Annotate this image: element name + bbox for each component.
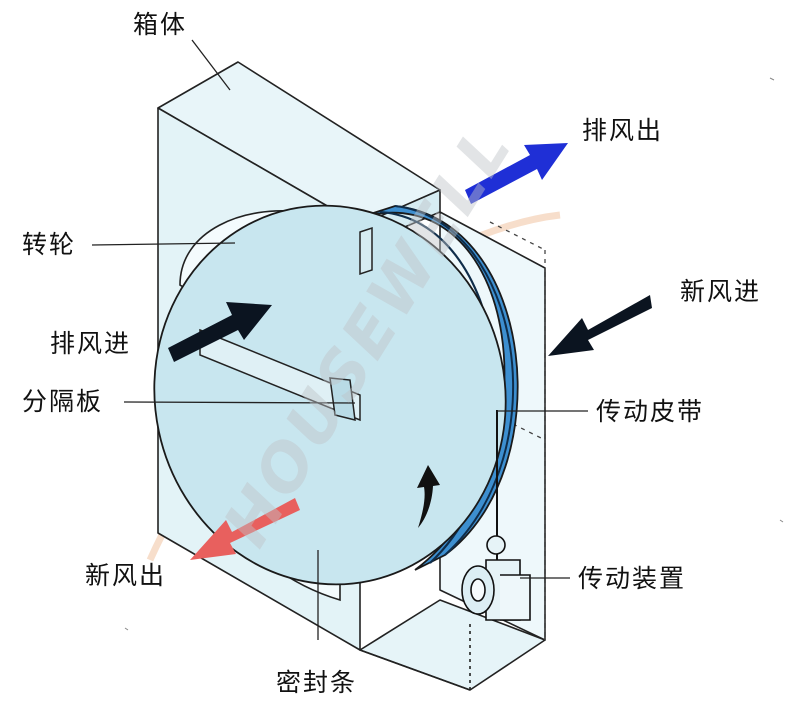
exhaust-out-arrow <box>465 143 568 204</box>
leader-housing <box>191 39 231 91</box>
leader-lines <box>91 39 588 640</box>
label-exhaust-in: 排风进 <box>50 329 132 358</box>
label-partition: 分隔板 <box>22 387 104 416</box>
label-housing: 箱体 <box>133 10 188 39</box>
label-drive: 传动装置 <box>578 564 687 593</box>
drive-pulley <box>486 535 506 555</box>
label-belt: 传动皮带 <box>596 397 705 426</box>
drive-device <box>461 535 531 621</box>
label-exhaust-out: 排风出 <box>582 116 664 145</box>
leader-partition <box>123 401 356 404</box>
scan-specks <box>124 77 784 631</box>
label-fresh-in: 新风进 <box>680 277 762 306</box>
exhaust-in-arrow <box>168 302 272 362</box>
wheel-rim-band <box>357 205 519 571</box>
leader-wheel <box>91 242 236 246</box>
label-wheel: 转轮 <box>22 230 77 259</box>
fresh-in-arrow <box>548 295 652 356</box>
rotation-arrow-icon <box>417 465 440 528</box>
label-seal: 密封条 <box>276 668 358 697</box>
hidden-edges <box>489 221 546 640</box>
label-fresh-out: 新风出 <box>85 561 167 590</box>
fresh-out-arrow <box>190 498 300 560</box>
